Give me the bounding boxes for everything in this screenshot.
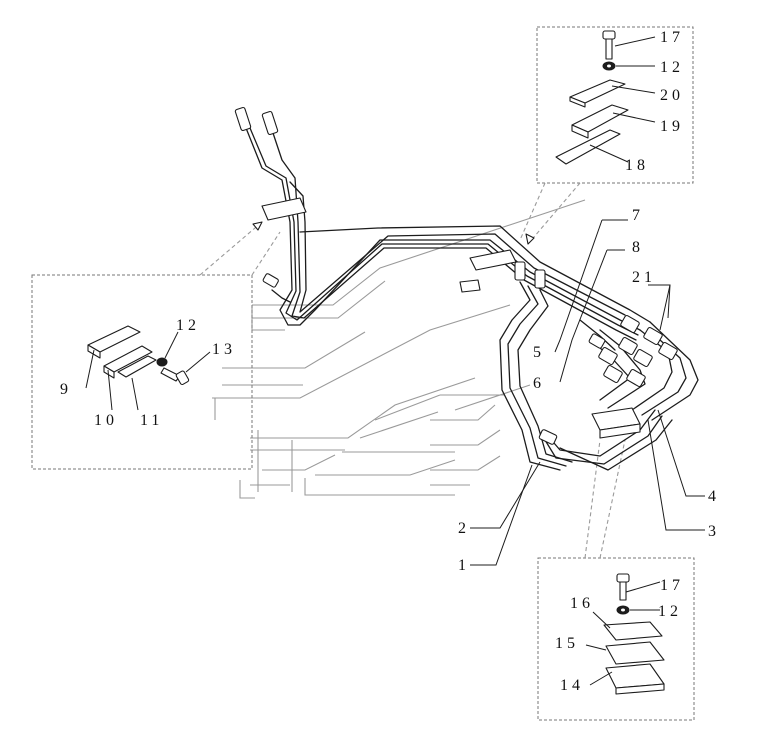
pipe-fittings xyxy=(234,106,678,445)
callout-14: 14 xyxy=(560,677,584,694)
detail-box-upper-right xyxy=(536,26,694,184)
callout-18: 18 xyxy=(625,157,649,174)
plate-16 xyxy=(603,621,663,641)
fitting-h xyxy=(633,348,653,368)
detail-box-lower-right xyxy=(537,557,695,721)
bracket-18 xyxy=(555,129,621,165)
callout-16: 16 xyxy=(570,595,594,612)
fitting-e xyxy=(643,326,663,346)
callout-19: 19 xyxy=(660,118,684,135)
leader-lines xyxy=(85,36,705,686)
detail-upper-right-parts xyxy=(555,30,629,165)
top-fitting-right xyxy=(261,110,279,136)
callout-labels: 17 12 20 19 18 7 8 21 5 6 4 3 2 1 9 10 1… xyxy=(60,29,720,694)
callout-8: 8 xyxy=(632,239,644,256)
detail-left-parts xyxy=(87,325,190,386)
callout-10: 10 xyxy=(94,412,118,429)
plate-9 xyxy=(87,325,141,353)
detail-lower-right-parts xyxy=(603,573,665,695)
callout-7: 7 xyxy=(632,207,644,224)
top-fitting-left xyxy=(234,106,252,132)
pipe-clamps xyxy=(261,197,641,439)
fitting-i xyxy=(598,346,618,366)
fitting-g xyxy=(618,336,638,356)
fitting-b xyxy=(534,269,546,289)
callout-12-left: 12 xyxy=(176,317,200,334)
callout-9: 9 xyxy=(60,381,72,398)
fitting-d xyxy=(620,314,640,334)
callout-12-upper: 12 xyxy=(660,59,684,76)
bolt-head-17-lower xyxy=(616,573,630,583)
washer-12-left xyxy=(156,357,168,367)
reference-arrows xyxy=(199,182,626,559)
fitting-k xyxy=(626,368,646,388)
callout-20: 20 xyxy=(660,87,684,104)
clamp-upper-left xyxy=(261,197,307,221)
side-fitting xyxy=(262,273,279,288)
callout-13: 13 xyxy=(212,341,236,358)
fitting-l xyxy=(588,333,606,349)
clamp-half-19 xyxy=(571,104,629,133)
callout-2: 2 xyxy=(458,520,470,537)
fitting-j xyxy=(603,364,623,384)
callout-6: 6 xyxy=(533,375,545,392)
clamp-half-11 xyxy=(117,355,157,378)
callout-21: 21 xyxy=(632,269,656,286)
callout-17-lower: 17 xyxy=(660,577,684,594)
clamp-bracket xyxy=(459,279,481,293)
callout-17-upper: 17 xyxy=(660,29,684,46)
bolt-13 xyxy=(160,367,181,382)
tractor-outline xyxy=(212,199,586,499)
fitting-c xyxy=(538,429,558,445)
bolt-head-17 xyxy=(602,30,616,40)
bolt-shank-17 xyxy=(605,38,613,60)
clamp-lower-base xyxy=(599,423,641,439)
callout-5: 5 xyxy=(533,344,545,361)
callout-1: 1 xyxy=(458,557,470,574)
fitting-a xyxy=(514,261,526,281)
plate-20 xyxy=(569,79,626,104)
clamp-half-15 xyxy=(605,641,665,665)
callout-3: 3 xyxy=(708,523,720,540)
clamp-middle xyxy=(469,249,517,271)
callout-12-lower: 12 xyxy=(658,603,682,620)
callout-4: 4 xyxy=(708,488,720,505)
callout-11: 11 xyxy=(140,412,163,429)
fitting-f xyxy=(658,341,678,361)
callout-15: 15 xyxy=(555,635,579,652)
detail-box-left xyxy=(31,274,253,470)
